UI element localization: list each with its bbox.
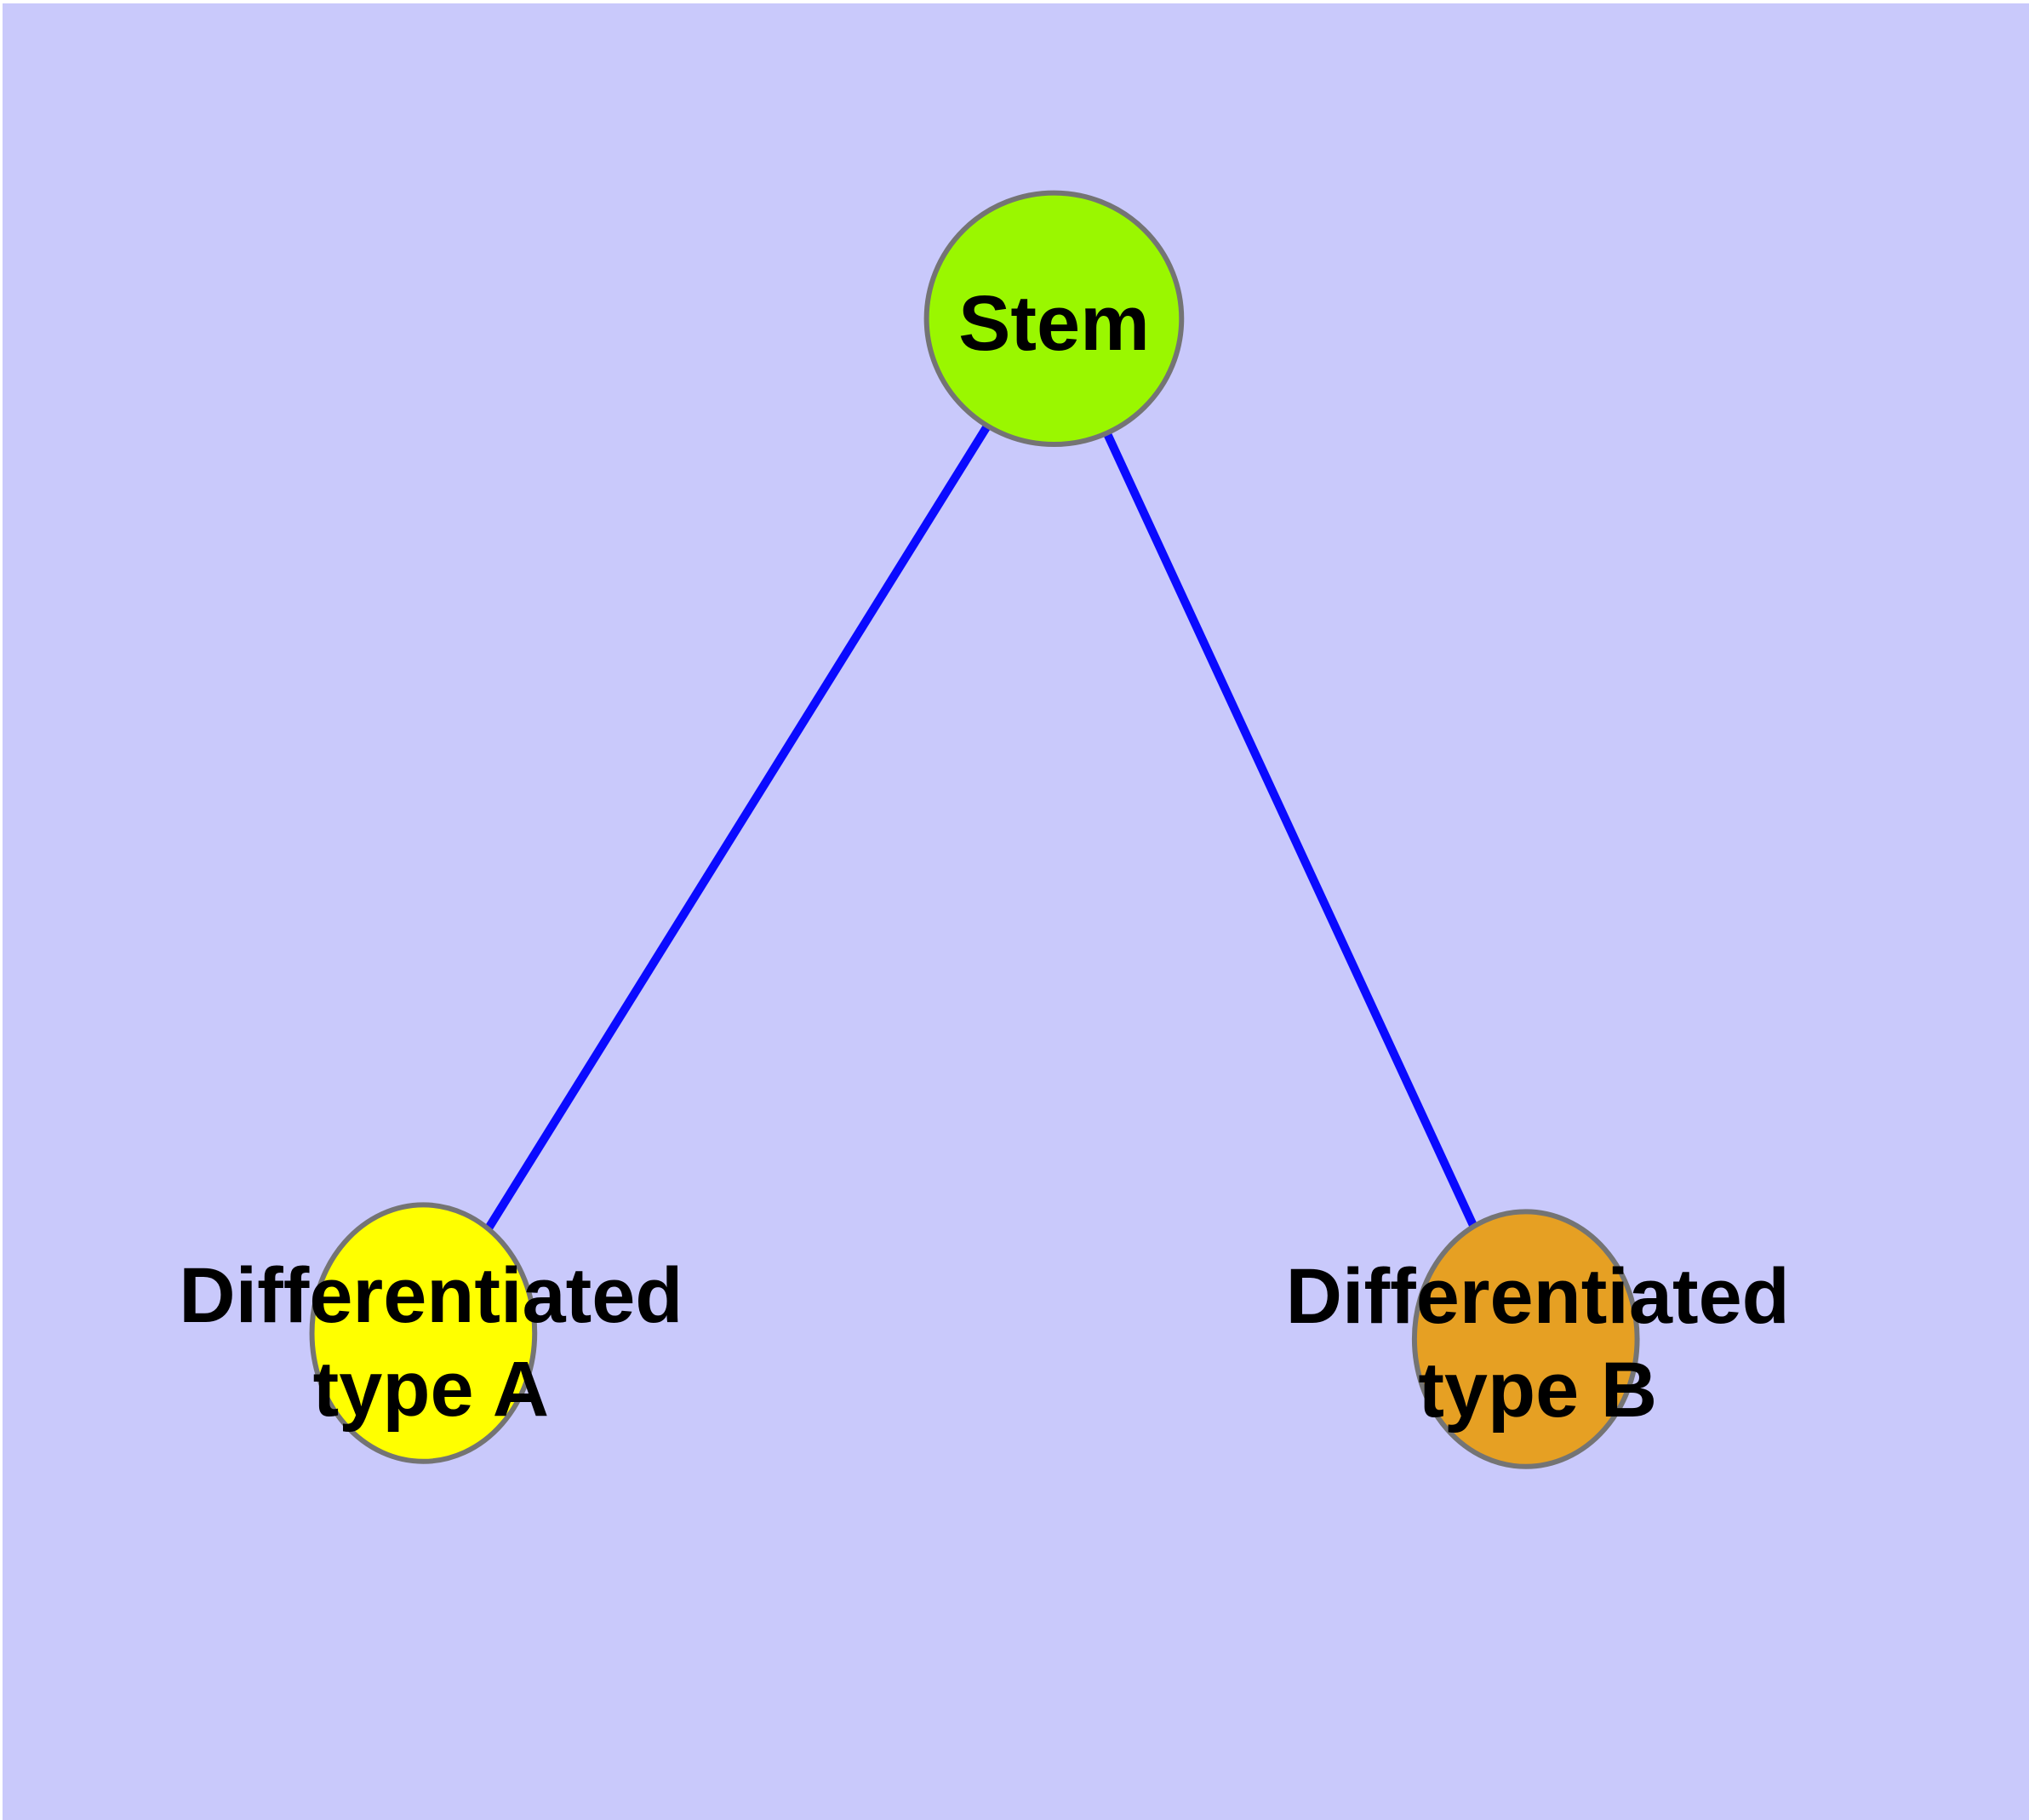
node-stem	[923, 190, 1185, 448]
edge-stem-to-differentiated-a	[420, 316, 1058, 1336]
node-differentiated-b-label-line1: Differentiated	[1286, 1253, 1790, 1340]
node-differentiated-a	[309, 1202, 538, 1464]
edge-stem-to-differentiated-b	[1049, 317, 1530, 1342]
node-differentiated-b-label-line2: type B	[1418, 1347, 1657, 1434]
node-differentiated-b	[1411, 1209, 1640, 1469]
node-differentiated-a-label-line1: Differentiated	[179, 1252, 683, 1339]
node-differentiated-a-label-line2: type A	[313, 1346, 549, 1433]
node-stem-label: Stem	[958, 280, 1150, 367]
diagram-background: Stem Differentiated type A Differentiate…	[3, 3, 2029, 1820]
diagram-canvas: Stem Differentiated type A Differentiate…	[179, 190, 1790, 1469]
